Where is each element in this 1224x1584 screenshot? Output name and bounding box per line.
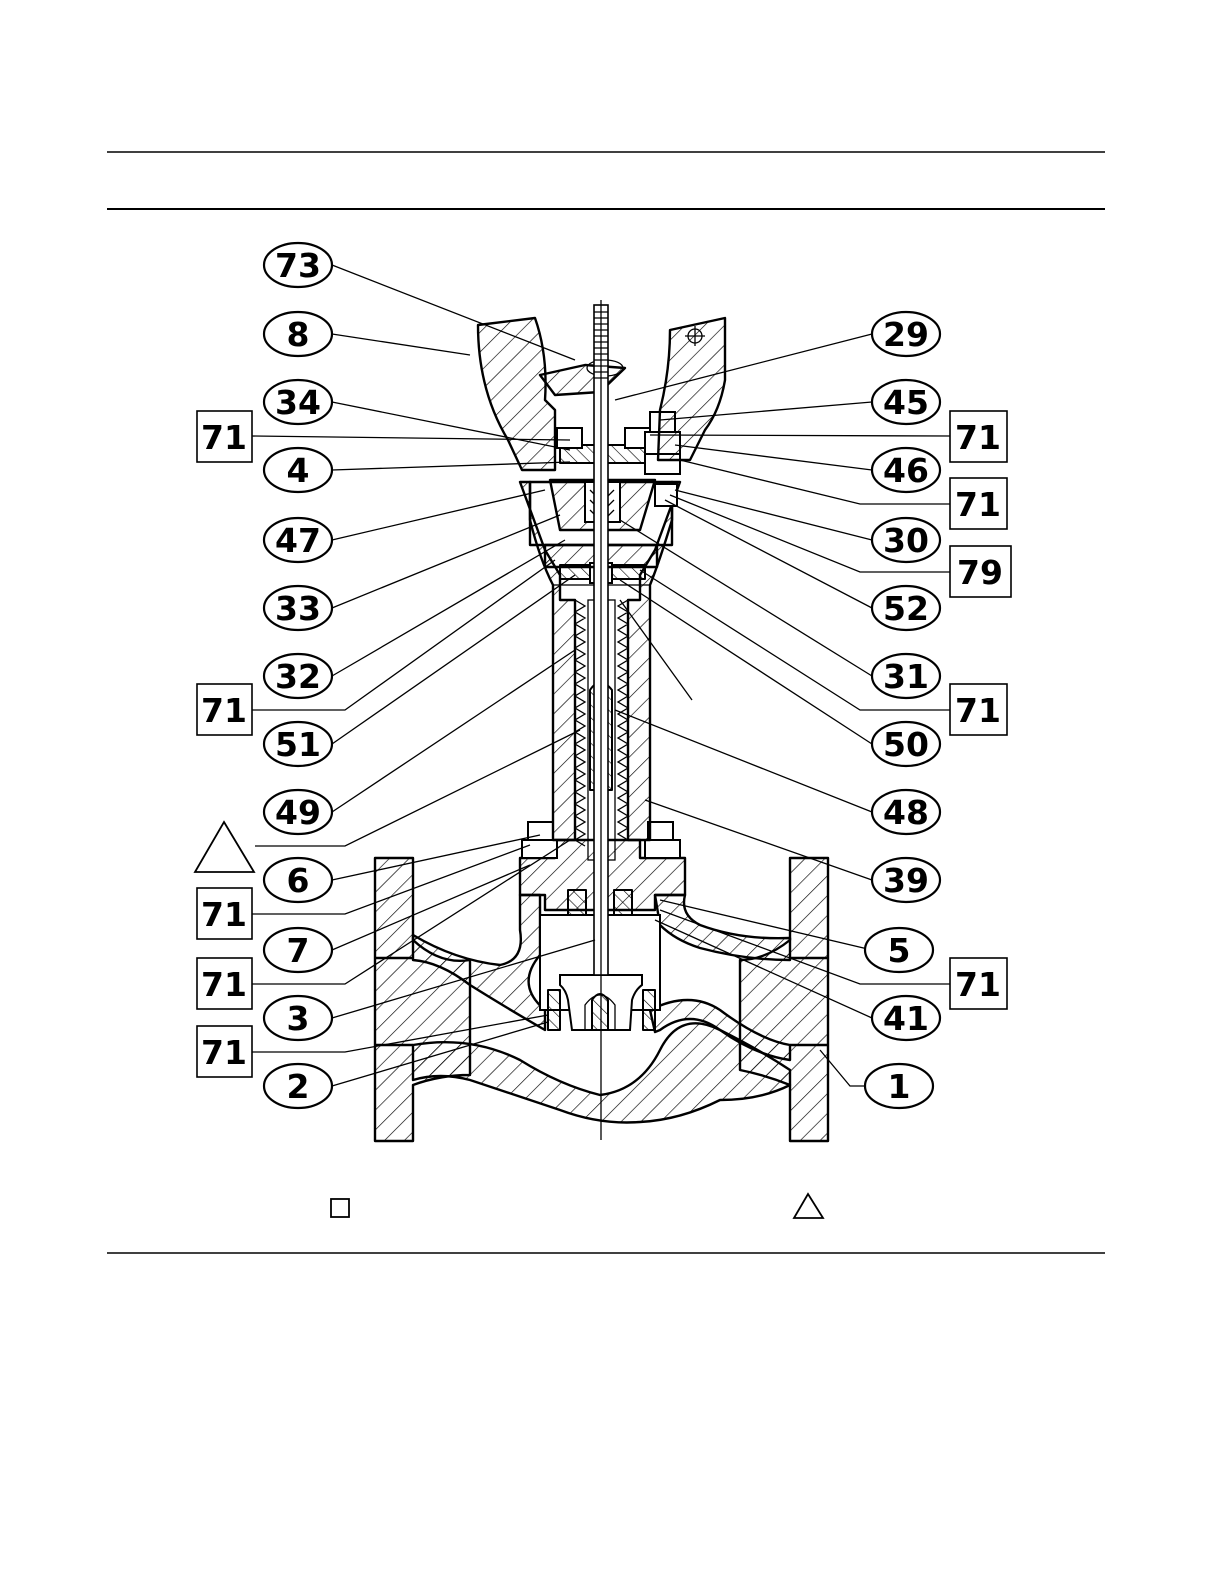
callout-41: 41: [872, 996, 940, 1040]
callout-34-label: 34: [275, 383, 321, 422]
callout-7: 7: [264, 928, 332, 972]
callout-47-label: 47: [275, 521, 321, 560]
boxed-callout-71-left-4: 71: [197, 958, 252, 1009]
callout-29-label: 29: [883, 315, 929, 354]
boxed-callout-label: 71: [201, 895, 247, 934]
callout-51: 51: [264, 722, 332, 766]
callout-51-label: 51: [275, 725, 321, 764]
callout-39: 39: [872, 858, 940, 902]
boxed-callout-71-right-1: 71: [950, 411, 1007, 462]
callout-31: 31: [872, 654, 940, 698]
callout-32: 32: [264, 654, 332, 698]
boxed-callout-71-right-2: 71: [950, 478, 1007, 529]
callout-3-label: 3: [287, 999, 310, 1038]
boxed-callout-label: 79: [957, 553, 1003, 592]
callout-39-label: 39: [883, 861, 929, 900]
callout-30-label: 30: [883, 521, 929, 560]
boxed-callout-71-left-5: 71: [197, 1026, 252, 1077]
callout-4-label: 4: [287, 451, 310, 490]
callout-2: 2: [264, 1064, 332, 1108]
square-icon: [331, 1199, 349, 1217]
callout-49-label: 49: [275, 793, 321, 832]
boxed-callout-71-right-4: 71: [950, 958, 1007, 1009]
boxed-callout-label: 71: [201, 691, 247, 730]
boxed-callout-71-left-1: 71: [197, 411, 252, 462]
boxed-callout-71-left-3: 71: [197, 888, 252, 939]
callout-5: 5: [865, 928, 933, 972]
callout-33-label: 33: [275, 589, 321, 628]
boxed-callout-label: 71: [955, 965, 1001, 1004]
callout-48: 48: [872, 790, 940, 834]
callout-46: 46: [872, 448, 940, 492]
callout-30: 30: [872, 518, 940, 562]
boxed-callout-label: 71: [201, 418, 247, 457]
callout-52: 52: [872, 586, 940, 630]
callout-73: 73: [264, 243, 332, 287]
callout-41-label: 41: [883, 999, 929, 1038]
callout-50: 50: [872, 722, 940, 766]
callout-49: 49: [264, 790, 332, 834]
callout-1: 1: [865, 1064, 933, 1108]
callout-5-label: 5: [888, 931, 911, 970]
boxed-callout-label: 71: [201, 1033, 247, 1072]
callout-33: 33: [264, 586, 332, 630]
callout-45: 45: [872, 380, 940, 424]
triangle-icon: [195, 822, 254, 872]
callout-48-label: 48: [883, 793, 929, 832]
callout-2-label: 2: [287, 1067, 310, 1106]
callout-29: 29: [872, 312, 940, 356]
callout-73-label: 73: [275, 246, 321, 285]
callout-6: 6: [264, 858, 332, 902]
callout-4: 4: [264, 448, 332, 492]
callout-31-label: 31: [883, 657, 929, 696]
callout-8-label: 8: [287, 315, 310, 354]
boxed-callout-71-right-3: 71: [950, 684, 1007, 735]
boxed-callout-79: 79: [950, 546, 1011, 597]
callout-6-label: 6: [287, 861, 310, 900]
callout-46-label: 46: [883, 451, 929, 490]
boxed-callout-label: 71: [955, 691, 1001, 730]
callout-1-label: 1: [888, 1067, 911, 1106]
boxed-callout-label: 71: [955, 418, 1001, 457]
triangle-icon: [794, 1194, 823, 1218]
callout-32-label: 32: [275, 657, 321, 696]
callout-52-label: 52: [883, 589, 929, 628]
callout-34: 34: [264, 380, 332, 424]
callout-50-label: 50: [883, 725, 929, 764]
callout-45-label: 45: [883, 383, 929, 422]
callout-8: 8: [264, 312, 332, 356]
boxed-callout-label: 71: [955, 485, 1001, 524]
callout-7-label: 7: [287, 931, 310, 970]
callout-47: 47: [264, 518, 332, 562]
callout-3: 3: [264, 996, 332, 1040]
boxed-callout-label: 71: [201, 965, 247, 1004]
boxed-callout-71-left-2: 71: [197, 684, 252, 735]
